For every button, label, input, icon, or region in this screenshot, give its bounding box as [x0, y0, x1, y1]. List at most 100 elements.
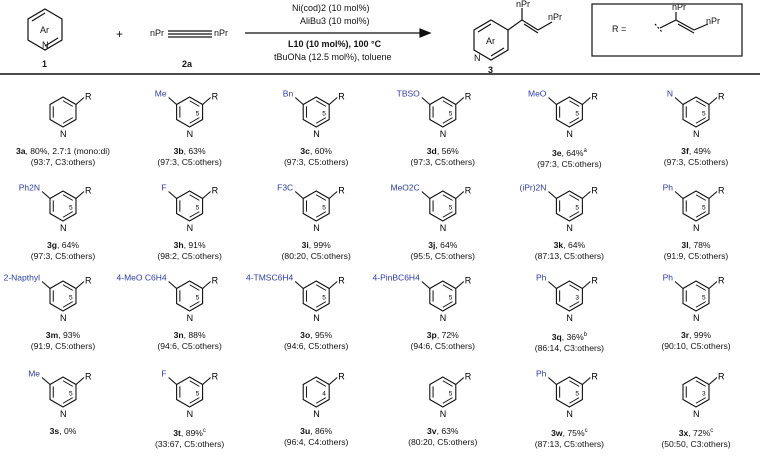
- position-label: 5: [702, 295, 706, 302]
- nitrogen-label: N: [60, 223, 67, 233]
- nitrogen-label: N: [313, 129, 320, 139]
- compound-3x-structure: RN3: [682, 372, 725, 419]
- product-label: 3: [488, 65, 493, 75]
- position-label: 5: [449, 391, 453, 398]
- nitrogen-label: N: [313, 313, 320, 323]
- compound-id: 3m: [45, 330, 59, 340]
- conditions-line-2: AliBu3 (10 mol%): [300, 16, 370, 26]
- conditions-line-4: tBuONa (12.5 mol%), toluene: [274, 52, 392, 62]
- r-group-label: R: [465, 186, 472, 196]
- compound-id: 3e: [551, 147, 562, 158]
- ring-label-3: Ar: [486, 36, 495, 46]
- substituent-label: F: [161, 183, 166, 193]
- compound-id: 3c: [300, 146, 310, 156]
- plus-sign: +: [116, 27, 123, 41]
- substituent-label: 4-MeO C6H4: [117, 273, 167, 283]
- selectivity-ratio: (95:5, C5:others): [410, 251, 476, 261]
- r-group-label: R: [465, 372, 472, 382]
- nitrogen-label: N: [313, 409, 320, 419]
- selectivity-ratio: (50:50, C3:others): [661, 438, 731, 449]
- compound-id: 3s: [49, 426, 60, 436]
- compound-id: 3n: [173, 330, 184, 340]
- compound-3i-caption: 3i, 99%(80:20, C5:others): [253, 240, 379, 262]
- compound-id: 3o: [300, 330, 311, 340]
- selectivity-ratio: (97:3, C5:others): [157, 157, 222, 167]
- compound-3d-caption: 3d, 56%(97:3, C5:others): [380, 146, 506, 168]
- compound-3v-caption: 3v, 63%(80:20, C5:others): [380, 426, 506, 448]
- alkyne-right-npr: nPr: [214, 28, 228, 38]
- position-label: 5: [322, 295, 326, 302]
- nitrogen-label: N: [440, 129, 447, 139]
- substituent-label: Ph: [663, 183, 674, 193]
- position-label: 3: [702, 391, 706, 398]
- r-group-label: R: [591, 186, 598, 196]
- position-label: 5: [69, 205, 73, 212]
- nitrogen-label: N: [440, 313, 447, 323]
- compound-3m-caption: 3m, 93%(91:9, C5:others): [0, 330, 126, 352]
- nitrogen-label: N: [60, 313, 67, 323]
- substituent-label: Me: [28, 369, 40, 379]
- nitrogen-label: N: [566, 129, 573, 139]
- position-label: 5: [575, 205, 579, 212]
- compound-3v-structure: R N 5: [429, 372, 472, 419]
- r-group-label: R: [718, 276, 725, 286]
- r-group-label: R: [465, 276, 472, 286]
- position-label: 5: [196, 295, 200, 302]
- compound-3k-caption: 3k, 64%(87:13, C5:others): [506, 240, 632, 262]
- compound-id: 3a: [15, 146, 26, 156]
- compound-3b-caption: 3b, 63%(97:3, C5:others): [127, 146, 253, 168]
- compound-3c-caption: 3c, 60%(97:3, C5:others): [253, 146, 379, 168]
- selectivity-ratio: (91:9, C5:others): [30, 341, 96, 351]
- nitrogen-label: N: [440, 409, 447, 419]
- compound-3s-caption: 3s, 0%: [49, 426, 77, 436]
- position-label: 5: [702, 205, 706, 212]
- nitrogen-label: N: [60, 409, 67, 419]
- selectivity-ratio: (86:14, C3:others): [534, 342, 605, 353]
- compound-id: 3l: [681, 240, 689, 250]
- ring-label-1: Ar: [40, 25, 49, 35]
- substituent-label: Ph: [536, 369, 547, 379]
- r-group-label: R: [85, 92, 92, 102]
- substituent-label: Bn: [283, 89, 294, 99]
- selectivity-ratio: (87:13, C5:others): [534, 251, 605, 261]
- position-label: 5: [322, 205, 326, 212]
- compound-id: 3i: [301, 240, 309, 250]
- compound-3n-caption: 3n, 88%(94:6, C5:others): [127, 330, 253, 352]
- r-group-label: R: [591, 372, 598, 382]
- substituent-label: 4-PinBC6H4: [373, 273, 421, 283]
- nitrogen-label: N: [693, 129, 700, 139]
- position-label: 5: [69, 391, 73, 398]
- nitrogen-label: N: [187, 129, 194, 139]
- compound-3h-caption: 3h, 91%(98:2, C5:others): [127, 240, 253, 262]
- compound-id: 3x: [678, 427, 689, 438]
- position-label: 5: [196, 111, 200, 118]
- selectivity-ratio: (80:20, C5:others): [408, 437, 478, 447]
- r-group-label: R: [465, 92, 472, 102]
- position-label: 5: [196, 205, 200, 212]
- compound-3j-caption: 3j, 64%(95:5, C5:others): [380, 240, 506, 262]
- r-group-label: R: [591, 276, 598, 286]
- compound-3u-caption: 3u, 86%(96:4, C4:others): [253, 426, 379, 448]
- position-label: 5: [449, 205, 453, 212]
- nitrogen-label: N: [187, 223, 194, 233]
- nitrogen-label: N: [566, 313, 573, 323]
- nitrogen-label: N: [313, 223, 320, 233]
- selectivity-ratio: (94:6, C5:others): [410, 341, 476, 351]
- r-equals: R =: [612, 24, 626, 34]
- r-group-label: R: [212, 372, 219, 382]
- substituent-label: MeO: [528, 89, 547, 99]
- nitrogen-3: N: [474, 53, 481, 63]
- compound-3q-caption: 3q, 36%b(86:14, C3:others): [506, 330, 632, 354]
- compound-id: 3t: [173, 427, 181, 438]
- compound-3t-caption: 3t, 89%c(33:67, C5:others): [127, 426, 253, 450]
- nitrogen-label: N: [440, 223, 447, 233]
